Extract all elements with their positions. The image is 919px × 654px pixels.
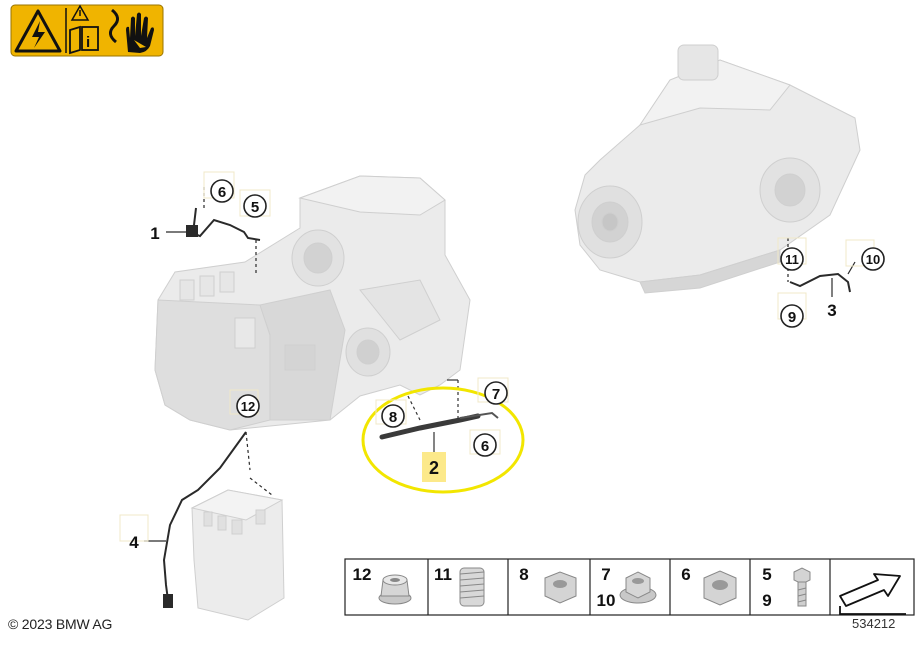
strip-label-6: 6 bbox=[681, 565, 690, 584]
warning-label: i bbox=[10, 4, 164, 57]
read-manual-icon: i bbox=[69, 4, 99, 55]
parts-strip-item-6: 6 bbox=[681, 565, 737, 606]
strip-label-7: 7 bbox=[601, 565, 610, 584]
cable-part-2 bbox=[379, 379, 499, 454]
document-number: 534212 bbox=[852, 616, 896, 631]
callout-7: 7 bbox=[484, 381, 508, 405]
parts-strip-item-11: 11 bbox=[434, 565, 485, 607]
hex-nut-icon bbox=[544, 571, 577, 604]
high-voltage-warning-icon bbox=[14, 9, 62, 53]
callout-label-5: 5 bbox=[251, 199, 259, 216]
callout-label-11: 11 bbox=[785, 252, 799, 267]
strip-label-5: 5 bbox=[762, 565, 771, 584]
callout-label-9: 9 bbox=[788, 309, 796, 326]
callout-label-2: 2 bbox=[429, 458, 439, 478]
callout-1: 1 bbox=[150, 224, 159, 243]
rear-differential-illustration bbox=[574, 44, 861, 294]
callout-6b: 6 bbox=[473, 433, 497, 457]
callout-10: 10 bbox=[861, 247, 885, 271]
parts-strip-item-7-10: 7 10 bbox=[597, 565, 657, 610]
callout-9: 9 bbox=[780, 304, 804, 328]
threaded-insert-icon bbox=[459, 567, 485, 607]
callout-label-6b: 6 bbox=[481, 438, 489, 455]
cable-part-3 bbox=[787, 238, 856, 297]
hex-collar-nut-icon bbox=[619, 571, 657, 604]
callout-label-8: 8 bbox=[389, 409, 397, 426]
strip-label-12: 12 bbox=[353, 565, 372, 584]
cable-part-4 bbox=[144, 431, 273, 608]
strip-label-9: 9 bbox=[762, 591, 771, 610]
parts-strip-item-8: 8 bbox=[519, 565, 577, 604]
parts-strip-item-5-9: 5 9 bbox=[762, 565, 811, 610]
strip-label-11: 11 bbox=[434, 565, 452, 584]
callout-label-7: 7 bbox=[492, 386, 500, 403]
highlight-ellipse bbox=[361, 386, 525, 494]
callout-label-10: 10 bbox=[866, 252, 880, 267]
do-not-touch-icon bbox=[109, 8, 154, 53]
callout-5: 5 bbox=[243, 194, 267, 218]
parts-strip-item-12: 12 bbox=[353, 565, 412, 605]
strip-label-8: 8 bbox=[519, 565, 528, 584]
strip-label-10: 10 bbox=[597, 591, 616, 610]
nut-with-washer-icon bbox=[378, 574, 412, 605]
callout-4: 4 bbox=[129, 533, 139, 552]
parts-strip: 12 11 8 bbox=[344, 558, 915, 616]
direction-arrow-icon bbox=[839, 573, 906, 615]
callout-label-12: 12 bbox=[241, 399, 255, 414]
callout-3: 3 bbox=[827, 301, 836, 320]
svg-text:i: i bbox=[86, 34, 90, 51]
bolt-icon bbox=[793, 567, 811, 607]
callout-12: 12 bbox=[236, 394, 260, 418]
transfer-case-illustration bbox=[154, 175, 471, 431]
copyright-text: © 2023 BMW AG bbox=[8, 616, 113, 632]
callout-6a: 6 bbox=[210, 179, 234, 203]
hex-nut-icon-2 bbox=[703, 570, 737, 606]
callout-label-6a: 6 bbox=[218, 184, 226, 201]
callout-2: 2 bbox=[422, 452, 446, 482]
cable-part-1 bbox=[166, 187, 261, 275]
junction-box-illustration bbox=[190, 489, 285, 621]
callout-11: 11 bbox=[780, 247, 804, 271]
callout-8: 8 bbox=[381, 404, 405, 428]
